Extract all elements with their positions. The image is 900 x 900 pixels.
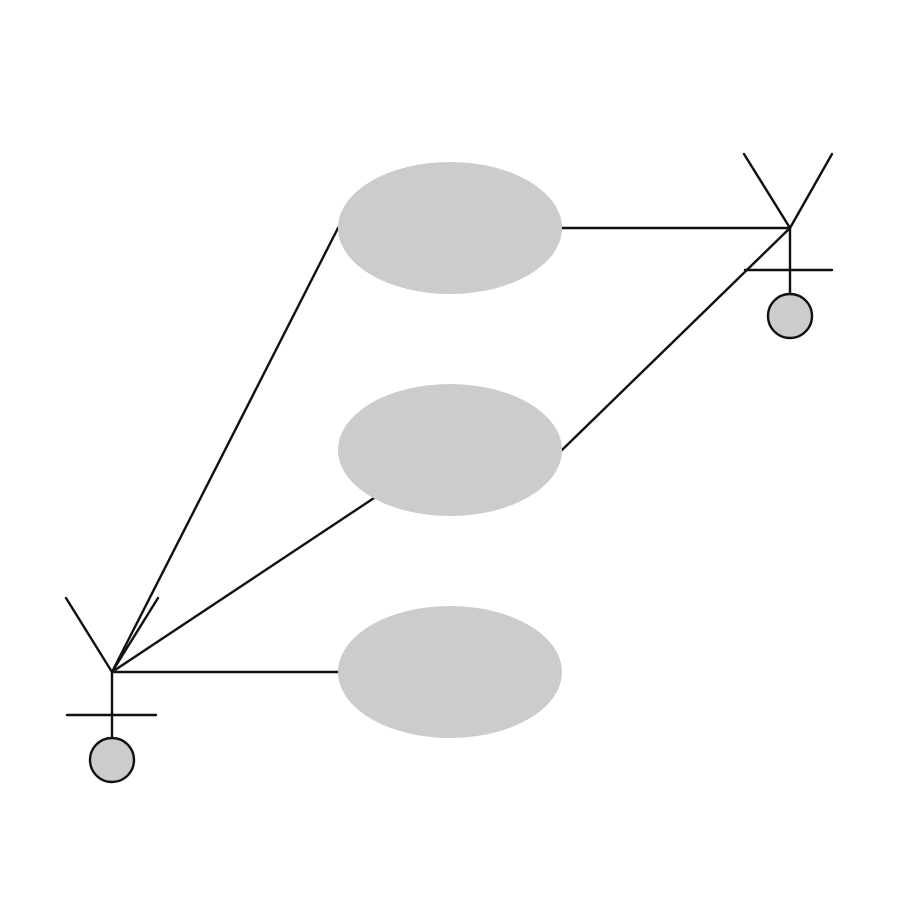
use-case-middle xyxy=(338,384,562,516)
actor-top-right-leg-right xyxy=(788,152,834,230)
actor-bottom-left-leg-left xyxy=(64,596,114,674)
actor-top-right xyxy=(742,152,834,340)
association-middle-use-case-to-bottom-left-actor xyxy=(110,496,376,674)
actor-top-right-leg-left xyxy=(742,152,792,230)
actor-bottom-left-leg-right xyxy=(110,596,160,674)
actor-top-right-head xyxy=(766,292,814,340)
association-top-use-case-to-bottom-left-actor xyxy=(110,226,340,674)
use-case-top xyxy=(338,162,562,294)
use-case-bottom xyxy=(338,606,562,738)
actor-bottom-left-head xyxy=(88,736,136,784)
actor-bottom-left xyxy=(64,596,160,784)
association-middle-use-case-to-top-right-actor xyxy=(560,226,792,452)
